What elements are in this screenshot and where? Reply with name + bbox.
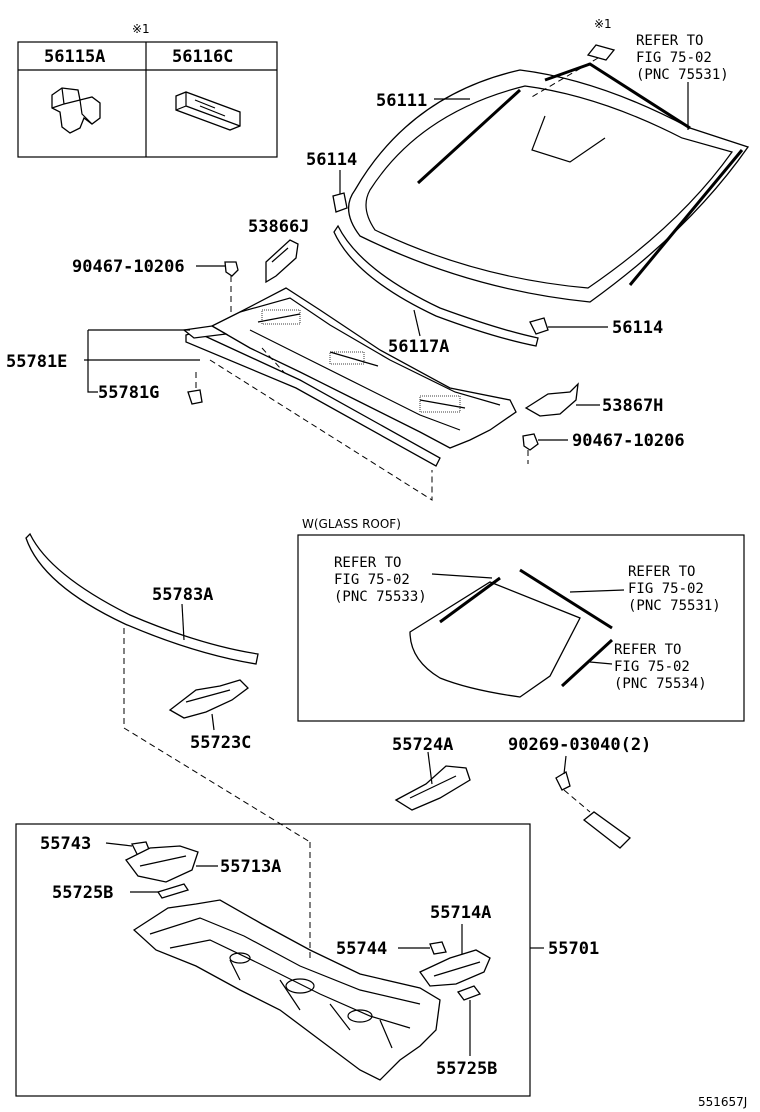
label-56117A: 56117A (388, 337, 449, 357)
clip-56114-top: 56114 (306, 150, 357, 213)
label-90467-right: 90467-10206 (572, 431, 685, 451)
bolt-90269: 90269-03040(2) (508, 735, 651, 849)
moulding-56117a: 56117A (333, 224, 539, 357)
label-56114-top: 56114 (306, 150, 357, 170)
ref-roof-rb-line3: (PNC 75534) (614, 676, 707, 692)
label-55743: 55743 (40, 834, 91, 854)
label-90467-left: 90467-10206 (72, 257, 185, 277)
note-mark-left: ※1 (132, 22, 150, 36)
ref-roof-rb-line2: FIG 75-02 (614, 659, 690, 675)
label-55783A: 55783A (152, 585, 213, 605)
windshield-drawing: ※1 56111 REFER TO FIG 75-02 (PNC 75531) (348, 17, 750, 303)
ref-roof-rt-line2: FIG 75-02 (628, 581, 704, 597)
ref-roof-rt-line1: REFER TO (628, 564, 695, 580)
weatherstrip-55783a: 55783A (25, 532, 311, 843)
bracket-55723c: 55723C (168, 679, 251, 753)
label-55781E: 55781E (6, 352, 67, 372)
note-mark-right: ※1 (594, 17, 612, 31)
label-55713A: 55713A (220, 857, 281, 877)
bracket-53867h: 53867H (524, 382, 663, 417)
ref-roof-left-line1: REFER TO (334, 555, 401, 571)
label-55744: 55744 (336, 939, 387, 959)
label-55701: 55701 (548, 939, 599, 959)
clip-90467-right: 90467-10206 (522, 431, 685, 464)
label-53867H: 53867H (602, 396, 663, 416)
seal-55781: 55781E 55781G (6, 325, 441, 467)
label-55725B-bottom: 55725B (436, 1059, 497, 1079)
ref-top-line3: (PNC 75531) (636, 67, 729, 83)
label-55725B-left: 55725B (52, 883, 113, 903)
label-55723C: 55723C (190, 733, 251, 753)
clip-56115a-drawing (51, 87, 101, 134)
label-90269: 90269-03040(2) (508, 735, 651, 755)
clip-56116c-drawing (175, 91, 241, 131)
bracket-55724a: 55724A (392, 735, 471, 811)
label-55781G: 55781G (98, 383, 159, 403)
bracket-53866j: 53866J (248, 217, 309, 284)
ref-roof-rt-line3: (PNC 75531) (628, 598, 721, 614)
ref-roof-left-line2: FIG 75-02 (334, 572, 410, 588)
label-55724A: 55724A (392, 735, 453, 755)
label-56116C: 56116C (172, 47, 233, 67)
legend-box: ※1 56115A 56116C (17, 22, 278, 158)
label-55714A: 55714A (430, 903, 491, 923)
figure-id: 551657J (698, 1095, 747, 1109)
clip-90467-left: 90467-10206 (72, 257, 239, 320)
label-56111: 56111 (376, 91, 427, 111)
ref-roof-rb-line1: REFER TO (614, 642, 681, 658)
glass-roof-title: W(GLASS ROOF) (302, 517, 401, 531)
ref-top-line1: REFER TO (636, 33, 703, 49)
label-53866J: 53866J (248, 217, 309, 237)
label-56115A: 56115A (44, 47, 105, 67)
cowl-assembly-box: 55701 55743 55713A 55725B 55714A 55744 (15, 823, 599, 1097)
label-56114-bottom: 56114 (612, 318, 663, 338)
ref-roof-left-line3: (PNC 75533) (334, 589, 427, 605)
ref-top-line2: FIG 75-02 (636, 50, 712, 66)
clip-56114-bottom: 56114 (529, 317, 663, 338)
cowl-panel-drawing (209, 287, 517, 501)
glass-roof-box: W(GLASS ROOF) REFER TO FIG 75-02 (PNC 75… (297, 517, 745, 722)
